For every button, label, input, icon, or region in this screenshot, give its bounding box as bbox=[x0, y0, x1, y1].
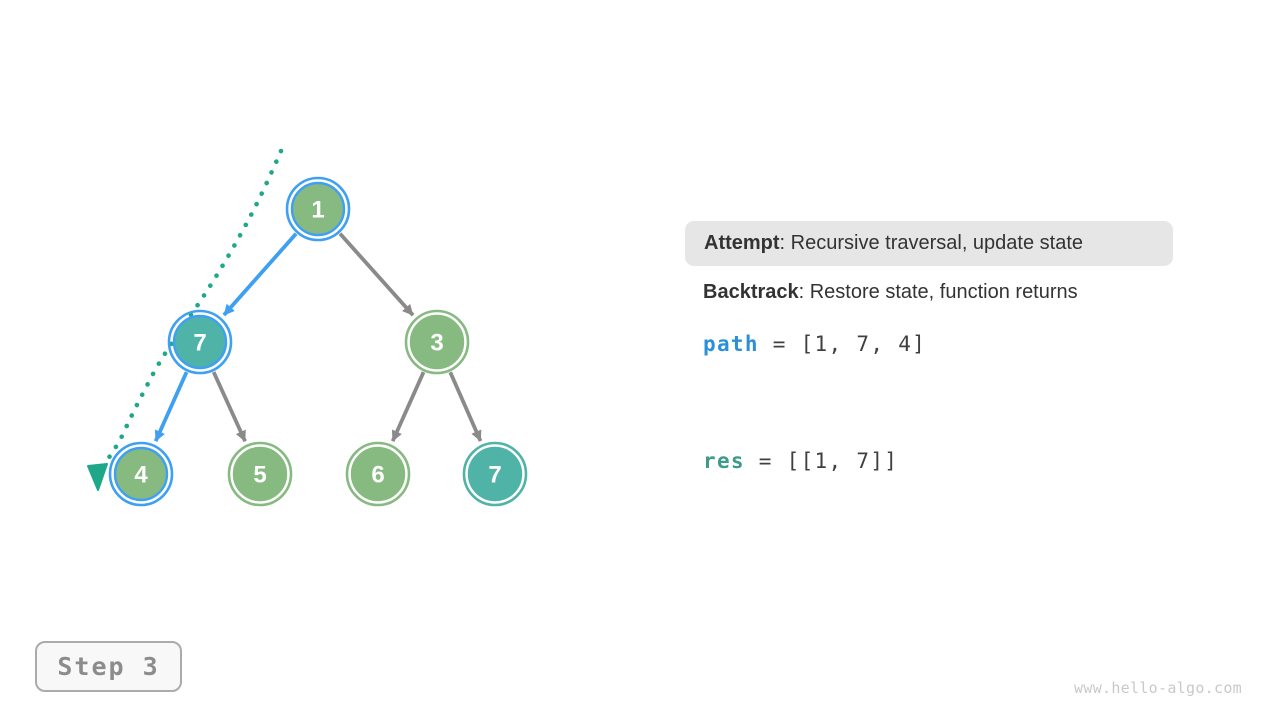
tree-edge-n7L-n4 bbox=[153, 371, 189, 442]
attempt-text: : Recursive traversal, update state bbox=[779, 232, 1084, 254]
tree-node-n5: 5 bbox=[227, 441, 293, 507]
node-outer-ring bbox=[108, 441, 174, 507]
res-variable-value: = [[1, 7]] bbox=[744, 449, 899, 473]
trace-dotted-curve bbox=[102, 148, 284, 467]
node-value-label: 5 bbox=[253, 462, 266, 489]
res-variable-line: res = [[1, 7]] bbox=[703, 449, 898, 473]
attempt-label: Attempt bbox=[704, 232, 780, 254]
node-outer-ring bbox=[462, 441, 528, 507]
attempt-note: Attempt: Recursive traversal, update sta… bbox=[685, 221, 1173, 266]
node-value-label: 6 bbox=[371, 462, 384, 489]
res-variable-name: res bbox=[703, 449, 745, 473]
backtrack-text: : Restore state, function returns bbox=[798, 281, 1078, 303]
path-variable-value: = [1, 7, 4] bbox=[758, 332, 927, 356]
tree-node-n6: 6 bbox=[345, 441, 411, 507]
backtrack-label: Backtrack bbox=[703, 281, 799, 303]
tree-edge-n1-n3 bbox=[338, 232, 415, 317]
node-value-label: 4 bbox=[134, 462, 148, 489]
tree-node-n3: 3 bbox=[404, 309, 470, 375]
tree-edge-n3-n7R bbox=[448, 371, 483, 442]
node-value-label: 1 bbox=[311, 197, 324, 224]
node-value-label: 7 bbox=[193, 330, 206, 357]
trace-arrowhead-icon bbox=[87, 463, 108, 491]
node-outer-ring bbox=[345, 441, 411, 507]
tree-edge-n7L-n5 bbox=[211, 371, 247, 443]
tree-edge-n3-n6 bbox=[390, 371, 426, 442]
path-variable-line: path = [1, 7, 4] bbox=[703, 332, 926, 356]
tree-node-n1: 1 bbox=[285, 176, 351, 242]
path-variable-name: path bbox=[703, 332, 759, 356]
watermark: www.hello-algo.com bbox=[1074, 679, 1242, 697]
node-value-label: 3 bbox=[430, 330, 443, 357]
node-outer-ring bbox=[227, 441, 293, 507]
node-outer-ring bbox=[285, 176, 351, 242]
tree-node-n7R: 7 bbox=[462, 441, 528, 507]
tree-node-n4: 4 bbox=[108, 441, 174, 507]
step-badge: Step 3 bbox=[35, 641, 182, 692]
backtrack-note: Backtrack: Restore state, function retur… bbox=[703, 281, 1078, 304]
node-outer-ring bbox=[404, 309, 470, 375]
node-value-label: 7 bbox=[488, 462, 501, 489]
node-outer-ring bbox=[167, 309, 233, 375]
tree-node-n7L: 7 bbox=[167, 309, 233, 375]
tree-edge-n1-n7L bbox=[222, 232, 298, 317]
